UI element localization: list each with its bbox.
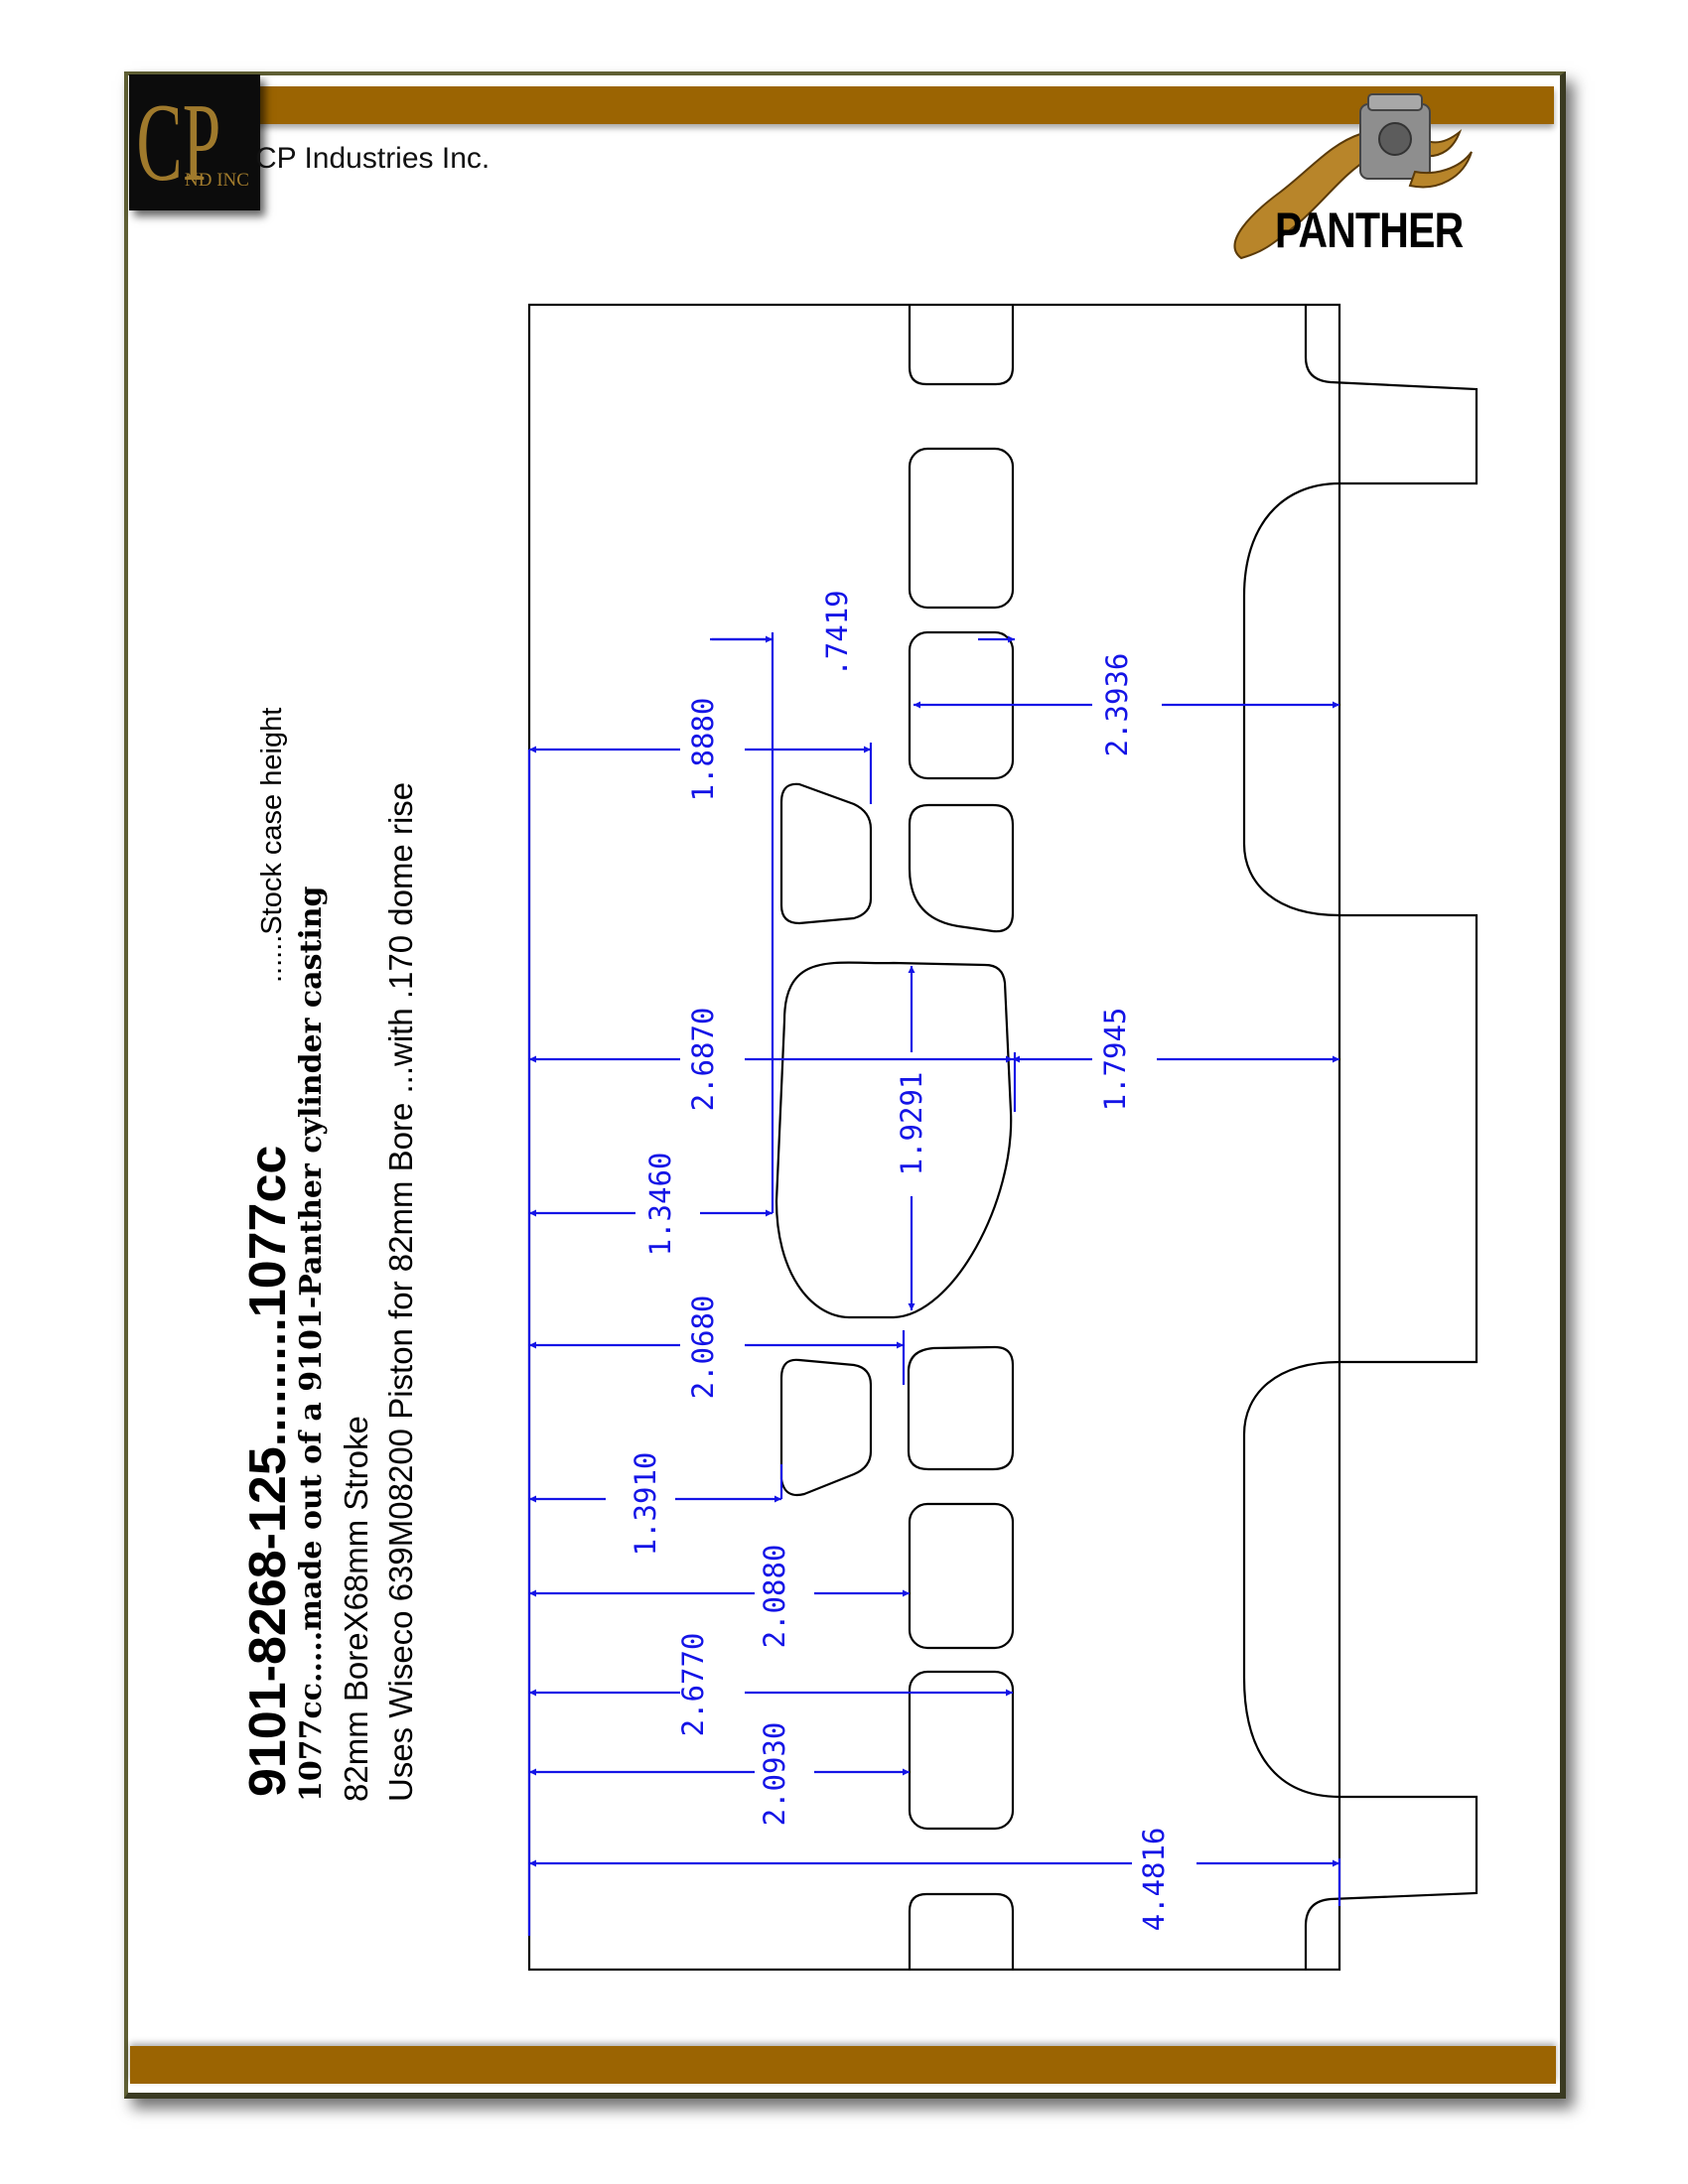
bottom-footer-bar bbox=[130, 2046, 1556, 2084]
label-17945: 1.7945 bbox=[1098, 1008, 1132, 1112]
top-header-bar bbox=[250, 86, 1554, 124]
cp-logo-mark: CP ND INC bbox=[136, 81, 249, 205]
port-4 bbox=[907, 1345, 1015, 1471]
panther-cylinder-icon bbox=[1233, 93, 1473, 260]
label-19291: 1.9291 bbox=[895, 1072, 928, 1176]
flange-mid bbox=[1339, 913, 1478, 1364]
port-bottom-edge bbox=[908, 1892, 1015, 1970]
flange-bottom bbox=[1304, 1795, 1478, 1970]
label-26770: 2.6770 bbox=[676, 1633, 710, 1737]
cp-industries-logo: CP ND INC bbox=[129, 74, 260, 210]
exhaust-port bbox=[774, 961, 1013, 1319]
cylinder-outline bbox=[527, 303, 1478, 1972]
dimension-lines bbox=[527, 632, 1341, 1936]
page-frame bbox=[124, 71, 1566, 2099]
label-44816: 4.4816 bbox=[1137, 1828, 1171, 1932]
panther-logo bbox=[1211, 74, 1484, 273]
boost-port-lower bbox=[779, 1358, 873, 1497]
panther-wordmark: PANTHER bbox=[1275, 203, 1464, 258]
port-top-edge bbox=[908, 305, 1015, 386]
flange-cutout-upper bbox=[1242, 481, 1340, 917]
port-1 bbox=[908, 447, 1015, 610]
label-20680: 2.0680 bbox=[686, 1296, 720, 1400]
boost-port-upper bbox=[779, 782, 873, 925]
label-13910: 1.3910 bbox=[629, 1452, 662, 1557]
port-5 bbox=[908, 1502, 1015, 1650]
flange-cutout-lower bbox=[1242, 1360, 1340, 1799]
logo-sub: ND INC bbox=[185, 170, 249, 191]
logo-letters: CP bbox=[136, 81, 220, 205]
company-name: CP Industries Inc. bbox=[255, 142, 491, 175]
deck-outline bbox=[527, 303, 1341, 1972]
label-23936: 2.3936 bbox=[1100, 653, 1134, 757]
port-6 bbox=[908, 1670, 1015, 1831]
label-13460: 1.3460 bbox=[643, 1153, 677, 1257]
flange-top bbox=[1304, 305, 1478, 485]
label-18880: 1.8880 bbox=[686, 698, 720, 802]
label-26870: 2.6870 bbox=[686, 1008, 720, 1112]
dimension-labels: .7419 1.8880 2.3936 2.6870 1.7945 1.9291… bbox=[629, 590, 1171, 1931]
label-7419: .7419 bbox=[820, 590, 854, 676]
port-3 bbox=[908, 803, 1015, 933]
label-20880: 2.0880 bbox=[758, 1545, 791, 1649]
label-20930: 2.0930 bbox=[758, 1722, 791, 1827]
